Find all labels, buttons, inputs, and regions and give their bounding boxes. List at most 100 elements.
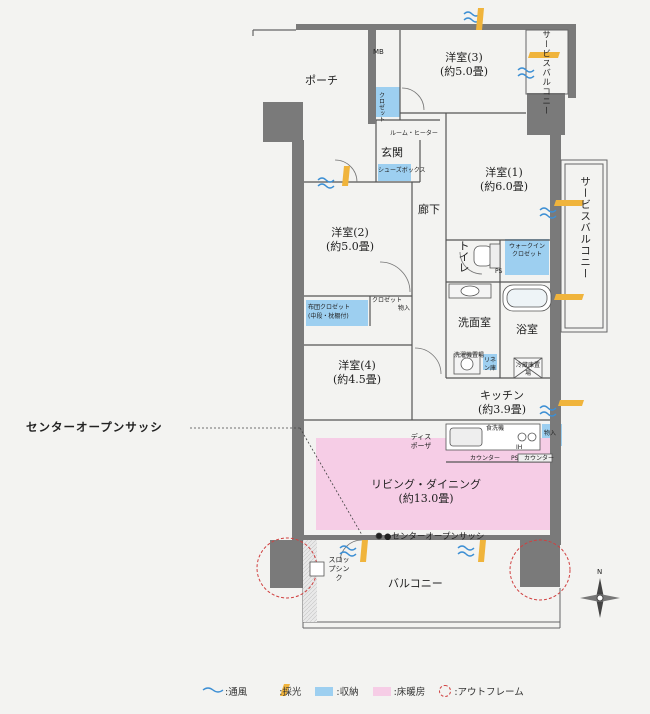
storage-swatch (315, 686, 334, 696)
western3-label: 洋室(3) (約5.0畳) (440, 51, 488, 79)
living-size: (約13.0畳) (398, 491, 454, 505)
entrance-label: 玄関 (381, 146, 403, 159)
light-icon (280, 684, 290, 696)
closet-entry-label: クロゼット (377, 92, 385, 122)
light-icon (476, 8, 484, 30)
wind-icon (202, 687, 224, 693)
storage-w4-label: 物入 (398, 305, 411, 312)
futon-closet-label: 布団クロゼット (308, 304, 351, 311)
storage-shoe-box (378, 164, 411, 181)
counter-right-label: カウンター (524, 455, 555, 462)
outer-walls (263, 24, 576, 588)
wind-icon (539, 207, 557, 219)
hob-label: IH (516, 444, 523, 451)
western4-size: (約4.5畳) (333, 372, 382, 386)
compass-rose (580, 578, 620, 618)
legend-graphics (202, 684, 290, 696)
washroom-label: 洗面室 (458, 316, 491, 329)
compass-north: N (597, 568, 603, 576)
storage-entry-closet (376, 87, 400, 117)
floor-heating-notch (316, 438, 436, 460)
storage-walkin (505, 239, 549, 275)
western2-size: (約5.0畳) (326, 239, 375, 253)
shoe-box-label: シューズボックス (378, 167, 426, 174)
storage-futon-closet (306, 300, 368, 326)
sash-inline-label: ●センターオープンサッシ (384, 532, 485, 542)
mb-label: MB (373, 48, 384, 56)
light-icon (528, 52, 560, 58)
closet-w4-label: クロゼット (372, 297, 403, 304)
bath-label: 浴室 (516, 323, 538, 336)
wind-icon (339, 545, 357, 557)
legend-storage: :収納 (315, 684, 359, 698)
linen-label: リネン庫 (483, 357, 496, 372)
washer-label: 洗濯機置場 (454, 352, 485, 359)
light-markers (342, 8, 584, 562)
western4-name: 洋室(4) (338, 359, 376, 372)
walkin-label: ウォークイン クロゼット (508, 243, 545, 258)
wind-icon (457, 545, 475, 557)
kitchen-fixtures (445, 357, 553, 463)
storage-linen (483, 354, 497, 370)
western3-name: 洋室(3) (445, 51, 483, 64)
light-icon (554, 294, 584, 300)
kitchen-name: キッチン (480, 389, 525, 402)
legend-floor-heating-label: :床暖房 (393, 687, 426, 698)
light-icon (554, 200, 584, 206)
living-label: リビング・ダイニング (約13.0畳) (371, 478, 481, 506)
light-icon (360, 540, 368, 562)
western1-size: (約6.0畳) (480, 179, 529, 193)
legend-wind-label: :通風 (225, 687, 248, 698)
service-balcony-right-outline (560, 159, 608, 333)
wind-icon (517, 67, 535, 79)
room-heater-label: ルーム・ヒーター (390, 130, 438, 137)
kitchen-size: (約3.9畳) (478, 402, 527, 416)
fridge-label: 冷蔵庫置場 (516, 362, 541, 377)
floor-heating-swatch (372, 686, 391, 696)
toilet-label: トイレ (457, 240, 470, 273)
legend-storage-label: :収納 (336, 687, 359, 698)
legend-light-label: :採光 (279, 687, 302, 698)
kitchen-label: キッチン (約3.9畳) (478, 389, 526, 417)
legend-outframe: :アウトフレーム (439, 684, 524, 698)
porch-outline (252, 29, 296, 36)
futon-sub-label: (中段・枕棚付) (308, 313, 349, 320)
western3-size: (約5.0畳) (440, 64, 489, 78)
wind-icon (317, 177, 335, 189)
legend-wind: :通風 (225, 684, 247, 698)
slop-sink-label: スロップシンク (328, 556, 350, 582)
porch-label: ポーチ (305, 74, 338, 87)
service-balcony-top-outline (525, 29, 569, 95)
bath-fixtures (448, 243, 552, 375)
service-balcony-top-label: サービスバルコニー (540, 30, 551, 116)
outframe-icon (439, 685, 452, 697)
interior-walls (303, 30, 560, 463)
service-balcony-right-label: サービスバルコニー (579, 176, 592, 280)
sash-callout: センターオープンサッシ (26, 420, 163, 434)
legend-outframe-label: :アウトフレーム (454, 687, 524, 698)
hatched-areas (303, 540, 317, 622)
counter-left-label: カウンター (470, 455, 501, 462)
slop-sink-fixture (309, 561, 325, 577)
legend: :通風 :採光 :収納 :床暖房 :アウトフレーム (195, 683, 538, 699)
ps-counter-label: PS (511, 455, 519, 462)
legend-light: :採光 (279, 684, 301, 698)
light-icon (342, 166, 350, 186)
dish-label: 食洗機 (486, 425, 505, 432)
balcony-label: バルコニー (388, 577, 443, 590)
western1-name: 洋室(1) (485, 166, 523, 179)
ps-toilet-label: PS (495, 268, 503, 275)
sash-lines (190, 427, 383, 540)
storage-kitchen-label: 物入 (544, 430, 557, 437)
wind-markers (317, 11, 557, 557)
western4-label: 洋室(4) (約4.5畳) (333, 359, 381, 387)
wind-icon (539, 405, 557, 417)
legend-floor-heating: :床暖房 (372, 684, 426, 698)
western2-name: 洋室(2) (331, 226, 369, 239)
living-name: リビング・ダイニング (371, 478, 481, 491)
corridor-label: 廊下 (418, 203, 440, 216)
disposer-label: ディスポーザ (410, 433, 432, 450)
light-icon (478, 540, 486, 562)
